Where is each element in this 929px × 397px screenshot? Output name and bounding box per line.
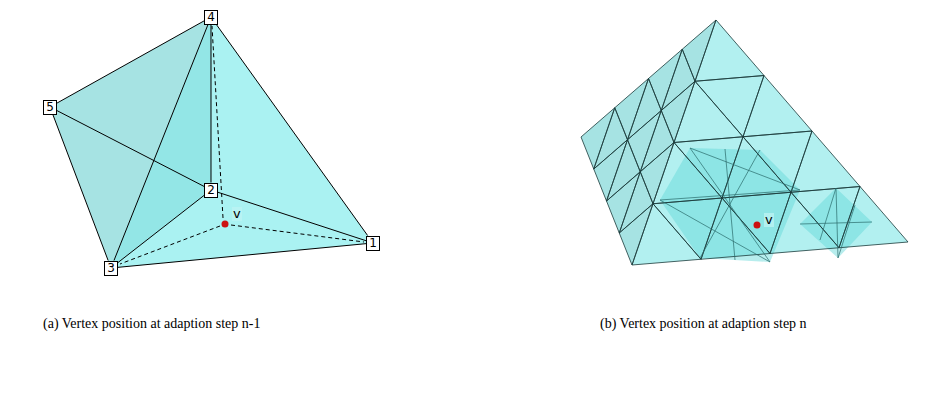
tetrahedron-edge — [57, 111, 204, 187]
mesh-edge — [628, 79, 662, 140]
tetrahedron-edge — [216, 25, 367, 236]
mesh-edge — [661, 49, 695, 110]
mesh-edge — [653, 143, 722, 204]
mesh-edge — [674, 81, 743, 142]
mesh-edge — [725, 149, 735, 260]
mesh-edge — [640, 143, 674, 204]
mesh-edge — [607, 172, 641, 233]
vertex-number: 4 — [207, 10, 215, 24]
mesh-edge — [661, 81, 695, 142]
tetrahedron-edge — [53, 115, 108, 261]
vertex-dot — [754, 222, 761, 229]
tetrahedron-edge — [118, 244, 366, 268]
mesh-edge — [800, 222, 872, 224]
mesh-edge — [628, 111, 662, 172]
mesh-edge — [649, 49, 683, 110]
vertex-number-box: 1 — [366, 236, 380, 251]
mesh-edge — [581, 108, 615, 169]
mesh-edge — [722, 192, 791, 253]
inner-cell — [660, 148, 800, 262]
vertex-label: v — [764, 213, 774, 227]
inner-cell — [800, 188, 872, 258]
tetrahedron-edge — [118, 195, 204, 262]
mesh-edge — [653, 198, 722, 259]
mesh-edge — [640, 111, 674, 172]
vertex-number-box: 2 — [204, 183, 218, 198]
mesh-edge — [615, 79, 649, 140]
subfigure-caption: (b) Vertex position at adaption step n — [600, 313, 920, 335]
mesh-edge — [695, 76, 764, 137]
subfigure-caption: (a) Vertex position at adaption step n-1 — [43, 313, 293, 335]
mesh-edge — [791, 187, 860, 248]
vertex-number-box: 4 — [204, 10, 218, 25]
mesh-edge — [695, 20, 764, 81]
vertex-dot — [222, 221, 229, 228]
mesh-edge — [820, 188, 836, 240]
mesh-edge — [838, 205, 855, 258]
mesh-edge — [594, 140, 628, 201]
mesh-edge — [619, 172, 653, 233]
face — [111, 17, 373, 268]
mesh-edge — [607, 140, 641, 201]
dashed-line — [120, 226, 220, 264]
mesh-edge — [682, 20, 716, 81]
tetrahedron-edge — [218, 192, 366, 241]
vertex-number: 3 — [107, 261, 115, 275]
mesh-edge — [690, 148, 770, 262]
mesh-edge — [594, 108, 628, 169]
face — [632, 20, 908, 265]
mesh-edge — [619, 204, 653, 265]
vertex-number: 5 — [46, 100, 54, 114]
mesh-edge — [632, 204, 701, 265]
mesh-edge — [690, 148, 800, 190]
vertex-number-box: 5 — [43, 100, 57, 115]
mesh-edge — [660, 190, 800, 200]
mesh-edge — [722, 137, 791, 198]
vertex-label: v — [232, 207, 242, 221]
tetrahedron-edge — [210, 25, 211, 183]
tetrahedron-edge — [114, 25, 208, 261]
vertex-number: 1 — [369, 236, 377, 250]
vertex-number: 2 — [207, 183, 215, 197]
vertex-number-box: 3 — [104, 261, 118, 276]
